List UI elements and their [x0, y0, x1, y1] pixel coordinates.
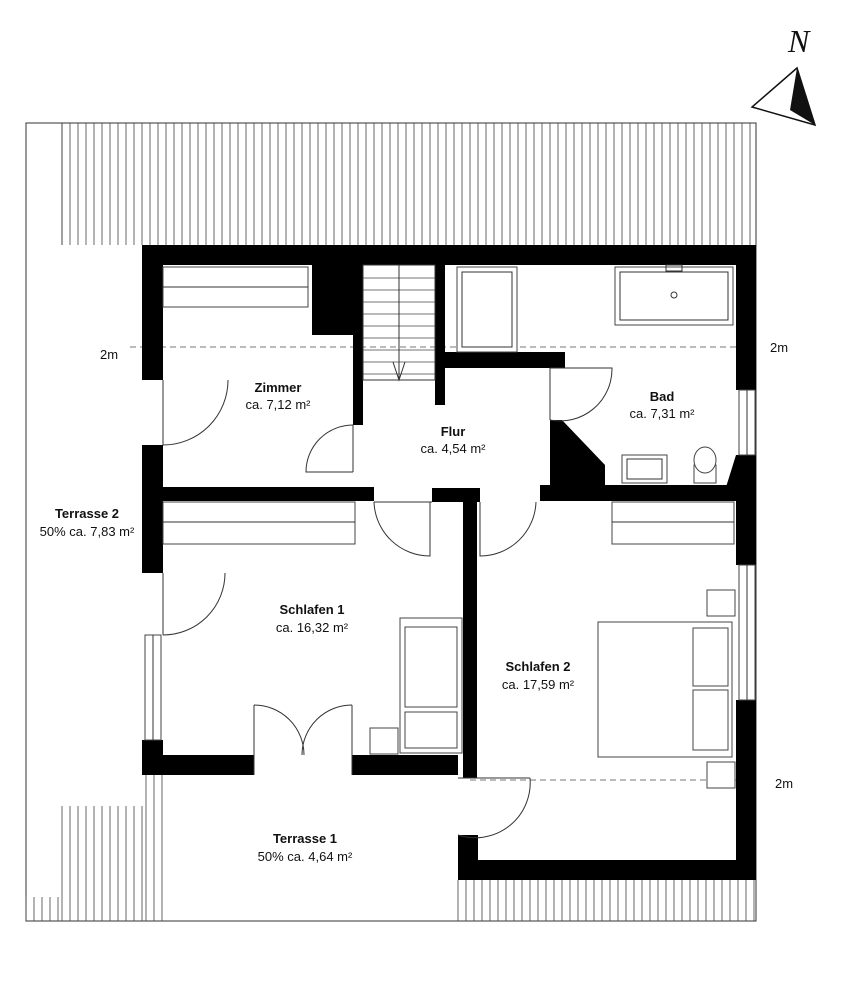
room-label-terrasse-1: Terrasse 1 50% ca. 4,64 m²	[258, 831, 353, 864]
walls	[142, 245, 756, 880]
room-label-terrasse-2: Terrasse 2 50% ca. 7,83 m²	[40, 506, 135, 539]
room-name: Bad	[650, 389, 675, 404]
room-name: Schlafen 1	[279, 602, 344, 617]
height-marker-right-bottom: 2m	[775, 776, 793, 791]
north-label: N	[787, 23, 811, 59]
roof-hatching-bottom-left	[25, 775, 163, 921]
height-marker-right-top: 2m	[770, 340, 788, 355]
doors	[162, 367, 613, 839]
room-area: ca. 16,32 m²	[276, 620, 349, 635]
room-area: ca. 7,12 m²	[245, 397, 311, 412]
room-name: Schlafen 2	[505, 659, 570, 674]
room-name: Zimmer	[255, 380, 302, 395]
room-label-zimmer: Zimmer ca. 7,12 m²	[245, 380, 311, 412]
height-marker-left: 2m	[100, 347, 118, 362]
room-area: ca. 7,31 m²	[629, 406, 695, 421]
furniture	[162, 264, 736, 789]
room-name: Terrasse 2	[55, 506, 119, 521]
roof-hatching-bottom-right	[457, 880, 755, 921]
room-label-bad: Bad ca. 7,31 m²	[629, 389, 695, 421]
room-area: ca. 4,54 m²	[420, 441, 486, 456]
room-label-schlafen-2: Schlafen 2 ca. 17,59 m²	[502, 659, 575, 692]
staircase	[362, 264, 436, 382]
windows	[144, 389, 756, 741]
room-area: 50% ca. 4,64 m²	[258, 849, 353, 864]
room-label-flur: Flur ca. 4,54 m²	[420, 424, 486, 456]
room-name: Terrasse 1	[273, 831, 337, 846]
roof-hatching-top	[61, 123, 751, 245]
north-arrow-icon: N	[750, 23, 817, 127]
room-name: Flur	[441, 424, 466, 439]
room-area: 50% ca. 7,83 m²	[40, 524, 135, 539]
room-label-schlafen-1: Schlafen 1 ca. 16,32 m²	[276, 602, 349, 635]
room-area: ca. 17,59 m²	[502, 677, 575, 692]
